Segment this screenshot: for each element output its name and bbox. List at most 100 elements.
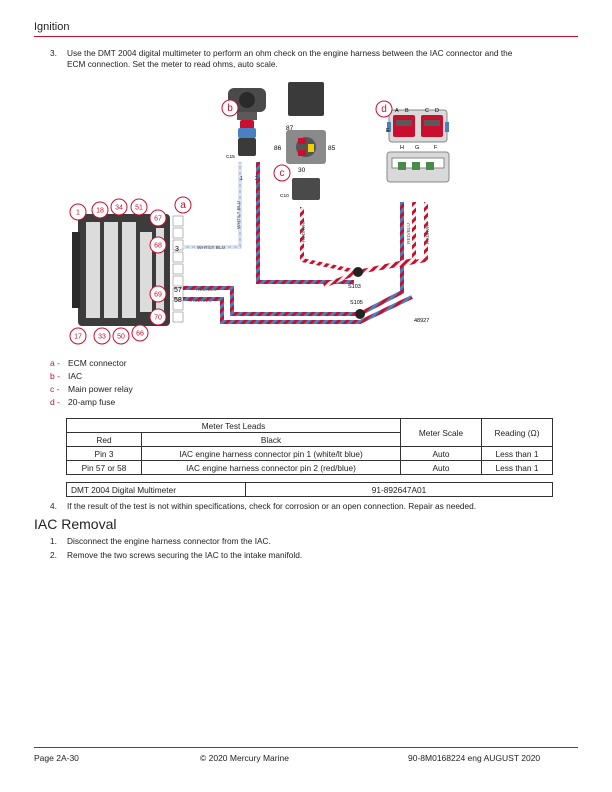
callout-a-label: a [180,200,186,211]
footer-document-id: 90-8M0168224 eng AUGUST 2020 [408,753,541,763]
legend-label: 20-amp fuse [68,397,116,407]
relay-pin-30: 30 [298,167,306,174]
relay-pin-86: 86 [274,145,282,152]
tool-table: DMT 2004 Digital Multimeter 91-892647A01 [66,482,553,497]
wire-red-blu-57 [183,202,404,316]
ecm-pin-callouts: 1 18 34 51 67 68 69 70 17 33 50 66 [69,198,167,345]
ecm-pin-51: 51 [135,205,143,212]
step-text: Disconnect the engine harness connector … [67,536,271,546]
footer-rule [34,747,578,748]
legend-label: ECM connector [68,358,127,368]
header-reading: Reading (Ω) [481,418,553,447]
fuse-20-amp [386,109,450,183]
ecm-pin-label-57: 57 [174,287,182,294]
figure-number: 48927 [414,318,429,324]
legend-letter: b - [50,371,60,381]
ecm-pin-70: 70 [154,315,162,322]
step-text: If the result of the test is not within … [67,501,477,511]
wire-wht-lt-blu [183,162,242,249]
cell-red: Pin 3 [66,446,142,461]
tool-part-number: 91-892647A01 [245,482,553,497]
relay-pin-85: 85 [328,145,336,152]
step-text: Remove the two screws securing the IAC t… [67,550,303,560]
fuse-letter-c: C [425,108,429,114]
cell-black: IAC engine harness connector pin 2 (red/… [141,460,401,475]
ecm-pin-50: 50 [117,334,125,341]
callout-b-label: b [227,103,233,114]
step-text-line2: ECM connection. Set the meter to read oh… [67,59,278,69]
fuse-letter-d: D [435,108,439,114]
table-row: Pin 3 IAC engine harness connector pin 1… [66,446,553,461]
ecm-pin-label-58: 58 [174,297,182,304]
legend-item-c: c -Main power relay [50,384,133,394]
fuse-letter-g: G [415,145,419,151]
wire-label-red-wht-fuse: RED/WHT [425,222,431,244]
ecm-pin-34: 34 [115,205,123,212]
connector-label-c10: C10 [280,193,289,199]
wire-label-wht-lt-blu-v: WHT/LT BLU [236,200,242,229]
fuse-letter-e: E [386,128,390,134]
wire-red-blu-iac [256,162,354,284]
header-meter-scale: Meter Scale [400,418,482,447]
wire-red-blu-58 [183,295,413,324]
splice-label-s105: S105 [350,300,363,306]
wire-label-red-blu-57: RED/BLU [196,287,217,293]
callout-d [375,100,393,118]
wiring-diagram: 1 18 34 51 67 68 69 70 17 33 50 66 a 3 5… [69,82,450,345]
main-power-relay [286,82,326,200]
footer-copyright: © 2020 Mercury Marine [200,753,289,763]
page-header-title: Ignition [34,21,70,33]
ecm-pin-68: 68 [154,243,162,250]
wire-red-wht-relay [300,202,416,275]
ecm-pin-18: 18 [96,208,104,215]
fuse-letter-a: A [395,108,399,114]
footer-page-number: Page 2A-30 [34,753,79,763]
meter-test-table: Meter Test Leads Meter Scale Reading (Ω)… [66,418,553,475]
ecm-pin-label-3: 3 [175,246,179,253]
legend-label: IAC [68,371,83,381]
wire-label-red-wht-relay: RED/WHT [301,220,307,242]
relay-pin-87: 87 [286,125,294,132]
wire-label-wht-lt-blu-h: WHT/LT BLU [197,245,226,251]
header-rule [34,36,578,37]
cell-scale: Auto [400,460,482,475]
callout-c-label: c [280,168,285,179]
splice-label-s103: S103 [348,284,361,290]
ecm-connector [72,214,170,326]
step-text-line1: Use the DMT 2004 digital multimeter to p… [67,48,513,58]
cell-black: IAC engine harness connector pin 1 (whit… [141,446,401,461]
splice-s105 [355,309,365,319]
fuse-letter-h: H [400,145,404,151]
ecm-pin-17: 17 [74,334,82,341]
header-black: Black [141,432,401,447]
ecm-pin-1: 1 [76,210,80,217]
callout-b [221,99,239,117]
step-number: 3. [50,48,57,58]
iac-valve [228,88,266,156]
splice-s103 [353,267,363,277]
wire-label-red-blu-fuse: RED/BLU [406,223,412,244]
legend-item-a: a - ECM connector [50,358,127,368]
step-number: 1. [50,536,57,546]
wire-red-wht-fuse [323,202,428,288]
iac-pin-1: 1 [240,176,243,182]
header-meter-test-leads: Meter Test Leads [66,418,401,433]
tool-name: DMT 2004 Digital Multimeter [66,482,246,497]
header-red: Red [66,432,142,447]
legend-label: Main power relay [68,384,133,394]
ecm-pin-33: 33 [98,334,106,341]
fuse-letter-b: B [405,108,409,114]
cell-scale: Auto [400,446,482,461]
step-number: 4. [50,501,57,511]
legend-item-d: d - 20-amp fuse [50,397,115,407]
section-title-iac-removal: IAC Removal [34,516,117,532]
legend-letter: a - [50,358,60,368]
step-number: 2. [50,550,57,560]
cell-reading: Less than 1 [481,446,553,461]
cell-reading: Less than 1 [481,460,553,475]
ecm-pin-69: 69 [154,292,162,299]
iac-pin-2: 2 [255,176,258,182]
legend-letter: d - [50,397,60,407]
cell-red: Pin 57 or 58 [66,460,142,475]
ecm-pin-66: 66 [136,331,144,338]
